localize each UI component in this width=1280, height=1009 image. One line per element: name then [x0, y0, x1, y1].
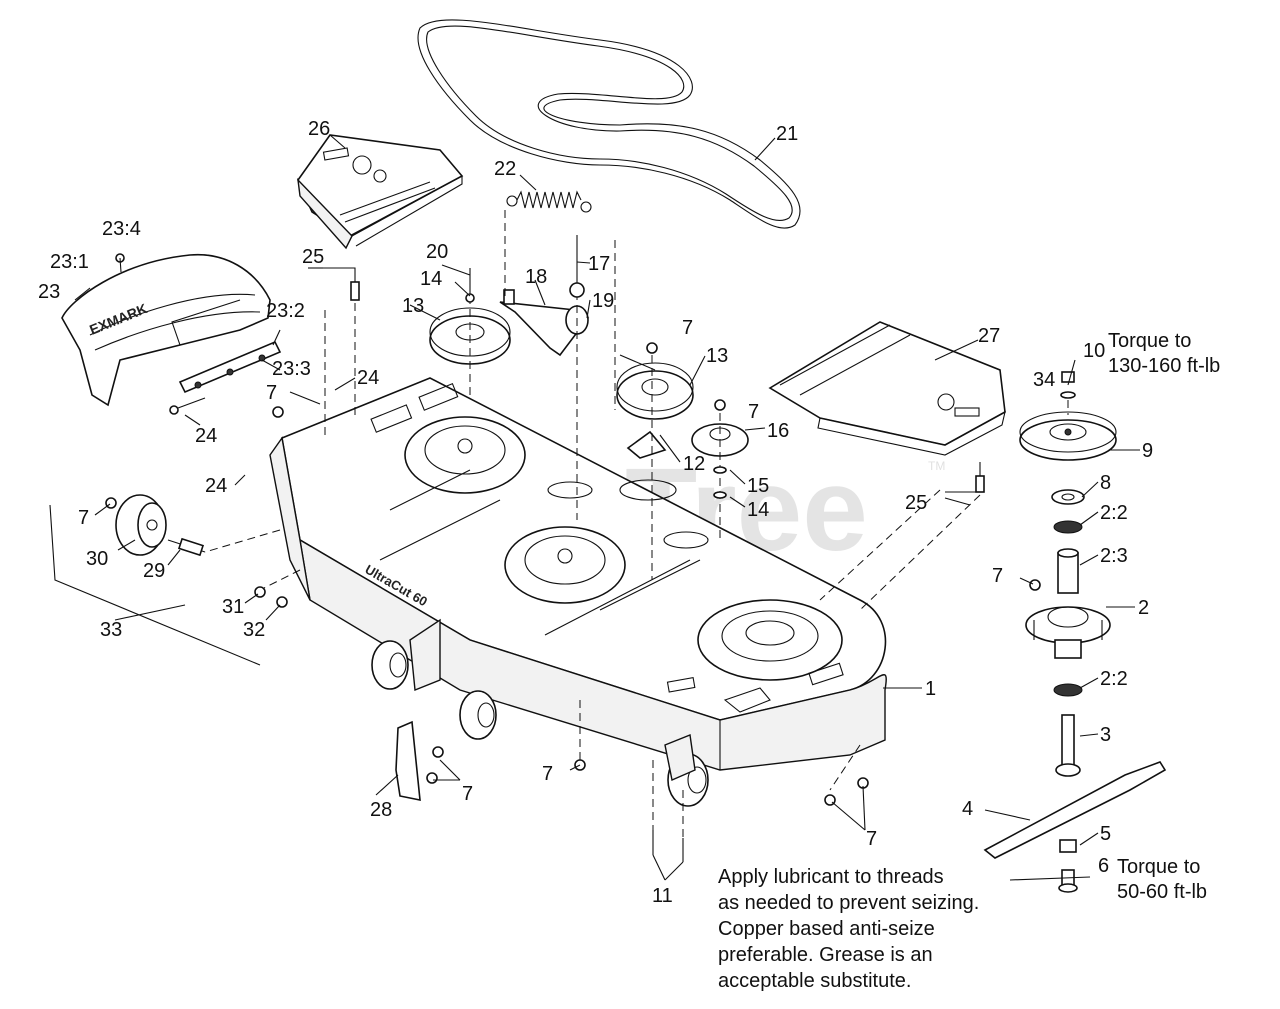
spindle-assembly: [983, 371, 1167, 893]
svg-text:Apply lubricant to threads: Apply lubricant to threads: [718, 866, 944, 888]
callout-8: 8: [1100, 472, 1111, 494]
callout-27: 27: [978, 325, 1000, 347]
mower-deck: UltraCut 60: [269, 377, 887, 771]
extension-spring: [506, 190, 592, 213]
callout-7-spindle: 7: [992, 565, 1003, 587]
callout-18: 18: [525, 266, 547, 288]
hardware-nuts: [105, 253, 1041, 806]
callout-3: 3: [1100, 724, 1111, 746]
callout-31: 31: [222, 596, 244, 618]
callout-5: 5: [1100, 823, 1111, 845]
gauge-wheel: [115, 494, 206, 557]
callout-22: 22: [494, 158, 516, 180]
callout-20: 20: [426, 241, 448, 263]
callout-25-right: 25: [905, 492, 927, 514]
callout-33: 33: [100, 619, 122, 641]
watermark-tm: TM: [928, 459, 945, 473]
svg-text:acceptable substitute.: acceptable substitute.: [718, 970, 911, 992]
callout-23: 23: [38, 281, 60, 303]
callout-7-deck: 7: [542, 763, 553, 785]
svg-text:as needed to prevent seizing.: as needed to prevent seizing.: [718, 892, 979, 914]
callout-24-left: 24: [195, 425, 217, 447]
callout-23-3: 23:3: [272, 358, 311, 380]
svg-text:Copper based anti-seize: Copper based anti-seize: [718, 918, 935, 940]
callout-14-upper: 14: [420, 268, 442, 290]
svg-text:50-60 ft-lb: 50-60 ft-lb: [1117, 881, 1207, 903]
torque-note-bottom: Torque to 50-60 ft-lb: [1117, 856, 1207, 903]
callout-10: 10: [1083, 340, 1105, 362]
callout-21: 21: [776, 123, 798, 145]
callout-24-center: 24: [357, 367, 379, 389]
callout-11: 11: [652, 885, 673, 907]
callout-24-lower: 24: [205, 475, 227, 497]
callout-26: 26: [308, 118, 330, 140]
callout-7-gauge: 7: [78, 507, 89, 529]
callout-17: 17: [588, 253, 610, 275]
lubricant-note: Apply lubricant to threads as needed to …: [718, 866, 979, 992]
callout-15: 15: [747, 475, 769, 497]
idler-arm: [499, 289, 590, 357]
callout-6: 6: [1098, 855, 1109, 877]
svg-text:Torque to: Torque to: [1117, 856, 1200, 878]
callout-4: 4: [962, 798, 973, 820]
callout-34: 34: [1033, 369, 1055, 391]
bolts: [320, 235, 985, 862]
callout-13-right: 13: [706, 345, 728, 367]
belt-cover-left: [297, 134, 464, 250]
callout-2-2-lower: 2:2: [1100, 668, 1128, 690]
belt-cover-right: [768, 321, 1006, 456]
svg-text:130-160 ft-lb: 130-160 ft-lb: [1108, 355, 1220, 377]
anti-scalp-rollers: [371, 618, 709, 807]
leader-lines: [74, 134, 1140, 881]
callout-25-left: 25: [302, 246, 324, 268]
shield-bracket: [169, 340, 282, 415]
callout-7-idler: 7: [748, 401, 759, 423]
callout-28: 28: [370, 799, 392, 821]
callout-2-2-upper: 2:2: [1100, 502, 1128, 524]
callout-14-lower: 14: [747, 499, 769, 521]
callout-7-bracket: 7: [266, 382, 277, 404]
callout-2: 2: [1138, 597, 1149, 619]
group-33-bracket: [49, 504, 261, 666]
drive-belt: [417, 19, 801, 229]
callout-13-left: 13: [402, 295, 424, 317]
callout-7-front: 7: [866, 828, 877, 850]
callout-9: 9: [1142, 440, 1153, 462]
callout-30: 30: [86, 548, 108, 570]
callout-32: 32: [243, 619, 265, 641]
callout-7-pulley: 7: [682, 317, 693, 339]
deck-shield: EXMARK: [61, 253, 271, 407]
skid-bracket: [395, 720, 444, 801]
callout-19: 19: [592, 290, 614, 312]
svg-text:preferable. Grease is an: preferable. Grease is an: [718, 944, 933, 966]
svg-text:Torque to: Torque to: [1108, 330, 1191, 352]
callout-labels: 1 2 2:2 2:3 2:2 3 4 5 6 8 9 10 34 11 12 …: [38, 118, 1153, 907]
callout-23-2: 23:2: [266, 300, 305, 322]
callout-23-1: 23:1: [50, 251, 89, 273]
callout-23-4: 23:4: [102, 218, 141, 240]
torque-note-top: Torque to 130-160 ft-lb: [1108, 330, 1220, 377]
callout-1: 1: [925, 678, 936, 700]
callout-16: 16: [767, 420, 789, 442]
callout-29: 29: [143, 560, 165, 582]
callout-7-skid: 7: [462, 783, 473, 805]
callout-2-3: 2:3: [1100, 545, 1128, 567]
callout-12: 12: [683, 453, 705, 475]
